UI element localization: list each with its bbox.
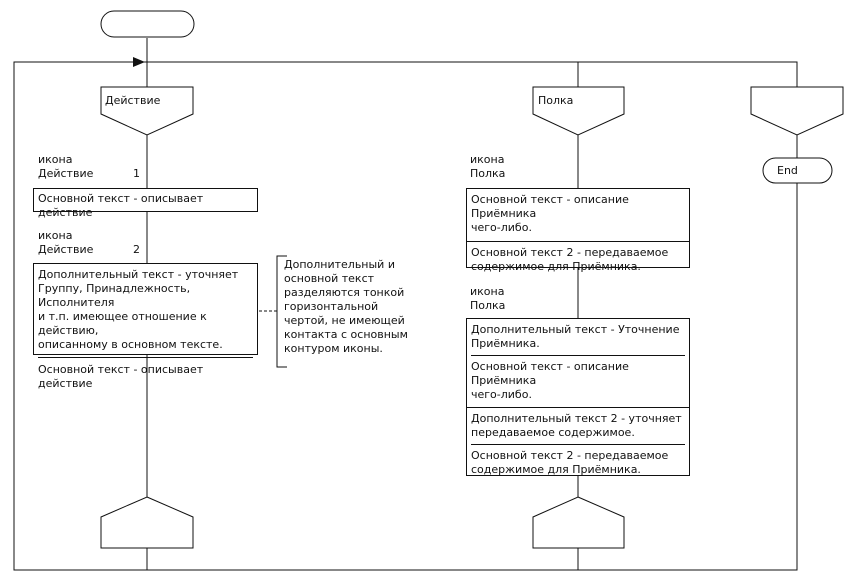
- note-line: Дополнительный и: [284, 258, 395, 271]
- icon-name-label: Полка: [470, 167, 506, 180]
- branch-header-label-1: Действие: [105, 94, 161, 107]
- text-line: чего-либо.: [471, 221, 532, 234]
- note-line: контакта с основным: [284, 328, 408, 341]
- text-line: Основной текст - описание Приёмника: [471, 193, 629, 220]
- address-icon-2: [532, 496, 625, 549]
- action-extra-text: Дополнительный текст - уточняет Группу, …: [34, 264, 257, 355]
- text-line: и т.п. имеющее отношение к действию,: [38, 310, 207, 337]
- end-terminator: [762, 157, 833, 184]
- action-icon-1: Основной текст - описывает действие: [33, 188, 258, 219]
- shelf-extra-text-2: Дополнительный текст 2 - уточняет переда…: [467, 408, 689, 443]
- icon-number-label: 1: [133, 167, 140, 180]
- branch-header-label-2: Полка: [538, 94, 574, 107]
- text-line: Основной текст - описание Приёмника: [471, 360, 629, 387]
- text-line: передаваемое содержимое.: [471, 426, 635, 439]
- branch-header-1: [100, 86, 194, 136]
- text-line: содержимое для Приёмника.: [471, 260, 641, 273]
- loop-line: [13, 61, 798, 571]
- address-icon-1: [100, 496, 194, 549]
- text-line: Дополнительный текст - уточняет: [38, 268, 239, 281]
- note-line: контуром иконы.: [284, 342, 383, 355]
- text-line: чего-либо.: [471, 388, 532, 401]
- shelf-icon-2: Дополнительный текст - Уточнение Приёмни…: [466, 318, 690, 476]
- icon-name-label: Полка: [470, 299, 506, 312]
- icon-name-label: Действие: [38, 167, 94, 180]
- icon-type-label: икона: [470, 153, 505, 166]
- branch-header-3: [750, 86, 844, 136]
- thin-divider: [471, 355, 685, 356]
- text-line: содержимое для Приёмника.: [471, 463, 641, 476]
- icon-type-label: икона: [470, 285, 505, 298]
- text-line: описанному в основном тексте.: [38, 338, 223, 351]
- branch-header-2: [532, 86, 625, 136]
- text-line: Приёмника.: [471, 337, 540, 350]
- text-line: Группу, Принадлежность, Исполнителя: [38, 282, 191, 309]
- shelf-main-text: Основной текст - описание Приёмника чего…: [467, 189, 689, 238]
- action-icon-2: Дополнительный текст - уточняет Группу, …: [33, 263, 258, 390]
- note-line: горизонтальной: [284, 300, 379, 313]
- shelf-extra-text: Дополнительный текст - Уточнение Приёмни…: [467, 319, 689, 354]
- action-main-text: Основной текст - описывает действие: [38, 363, 204, 390]
- shelf-main-text-2: Основной текст 2 - передаваемое содержим…: [467, 242, 689, 277]
- icon-type-label: икона: [38, 153, 73, 166]
- shelf-icon-1: Основной текст - описание Приёмника чего…: [466, 188, 690, 273]
- text-line: Дополнительный текст - Уточнение: [471, 323, 680, 336]
- text-line: Основной текст 2 - передаваемое: [471, 449, 669, 462]
- start-terminator: [100, 10, 195, 38]
- section-divider: [467, 241, 689, 242]
- shelf-main-text-2: Основной текст 2 - передаваемое содержим…: [467, 445, 689, 480]
- shelf-main-text: Основной текст - описание Приёмника чего…: [467, 356, 689, 405]
- icon-number-label: 2: [133, 243, 140, 256]
- end-label: End: [777, 164, 798, 177]
- section-divider: [467, 407, 689, 408]
- text-line: Основной текст 2 - передаваемое: [471, 246, 669, 259]
- loop-arrow: [133, 57, 145, 67]
- action-main-text: Основной текст - описывает действие: [38, 192, 204, 219]
- text-line: Дополнительный текст 2 - уточняет: [471, 412, 682, 425]
- icon-name-label: Действие: [38, 243, 94, 256]
- icon-type-label: икона: [38, 229, 73, 242]
- thin-divider: [38, 357, 253, 358]
- thin-divider: [471, 444, 685, 445]
- note-text: Дополнительный и основной текст разделяю…: [284, 258, 408, 356]
- note-line: основной текст: [284, 272, 375, 285]
- note-line: разделяются тонкой: [284, 286, 405, 299]
- note-line: чертой, не имеющей: [284, 314, 405, 327]
